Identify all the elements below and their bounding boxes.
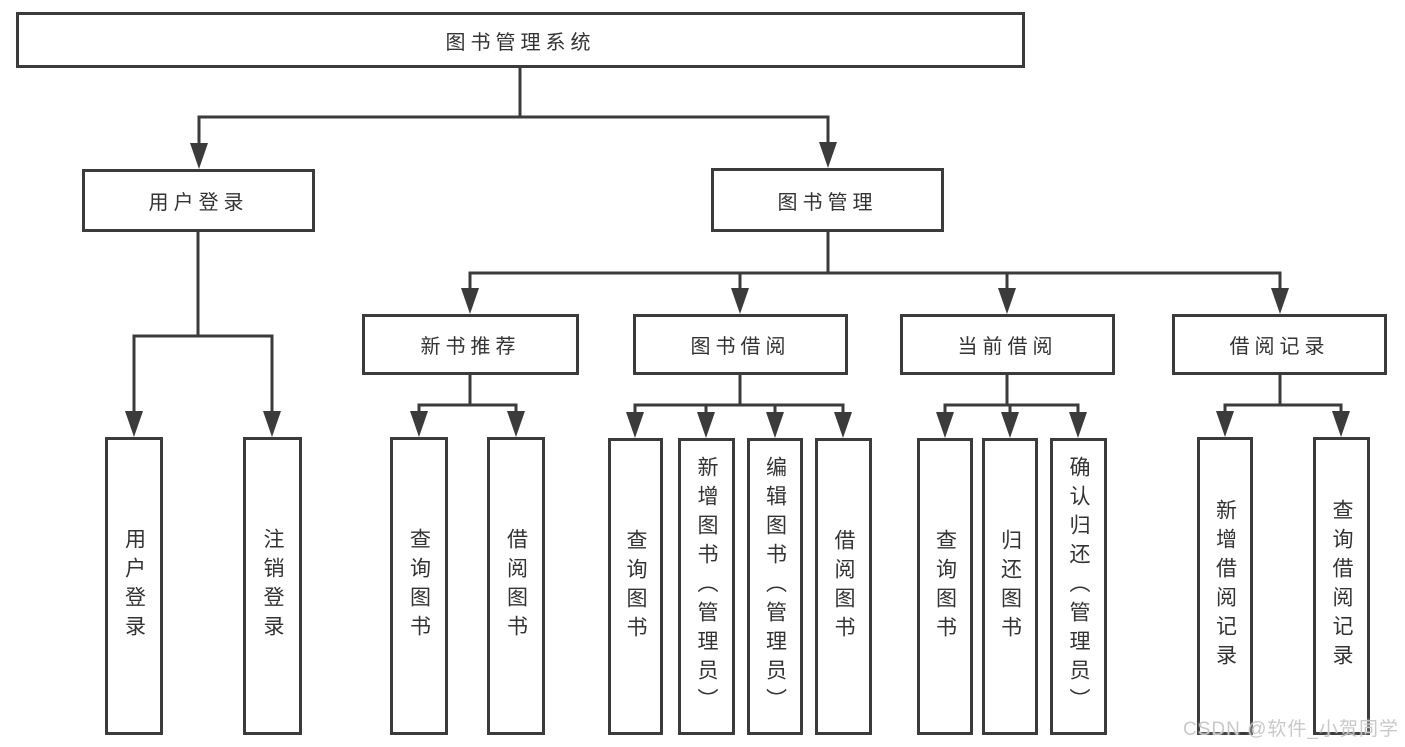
node-label: 图书管理	[777, 191, 878, 214]
connector-path	[633, 373, 845, 434]
node-label: 新书推荐	[420, 336, 521, 358]
connector-path	[468, 230, 1282, 310]
node-label: 借阅图书	[832, 528, 855, 645]
node-label: 归还图书	[998, 528, 1022, 645]
arrowhead-icon	[697, 412, 715, 438]
arrowhead-icon	[936, 412, 954, 438]
node-label: 图书借阅	[690, 336, 791, 358]
arrowhead-icon	[1069, 412, 1087, 438]
connector-path	[132, 230, 274, 433]
arrowhead-icon	[1001, 412, 1019, 438]
node-label: 用户登录	[148, 192, 249, 214]
node-label: 用户登录	[122, 528, 146, 644]
node-leaf-query-book-2: 查询图书	[608, 438, 663, 735]
node-leaf-user-login: 用户登录	[105, 437, 163, 735]
arrowhead-icon	[834, 412, 852, 438]
arrowhead-icon	[1216, 411, 1234, 437]
node-label: 查询图书	[933, 528, 957, 645]
node-label: 新增借阅记录	[1213, 499, 1237, 673]
node-leaf-logout: 注销登录	[243, 437, 302, 735]
node-label: 借阅图书	[504, 528, 528, 644]
node-label: 借阅记录	[1229, 336, 1330, 358]
arrowhead-icon	[626, 412, 644, 438]
node-label: 查询图书	[624, 528, 647, 645]
node-leaf-query-book-1: 查询图书	[390, 437, 448, 735]
arrowhead-icon	[1271, 288, 1289, 314]
node-borrowing-records: 借阅记录	[1172, 314, 1387, 375]
watermark: CSDN @软件_小贺同学	[1183, 719, 1399, 740]
arrowhead-icon	[507, 411, 525, 437]
node-leaf-add-borrow-record: 新增借阅记录	[1197, 437, 1253, 735]
node-leaf-query-borrow-record: 查询借阅记录	[1313, 437, 1370, 735]
node-book-borrowing: 图书借阅	[633, 314, 848, 375]
node-label: 当前借阅	[957, 336, 1058, 358]
arrowhead-icon	[998, 288, 1016, 314]
node-label: 编辑图书（管理员）	[763, 456, 787, 717]
node-leaf-query-book-3: 查询图书	[917, 438, 973, 735]
node-user-login: 用户登录	[82, 169, 315, 232]
arrowhead-icon	[263, 411, 281, 437]
connector-path	[417, 373, 518, 433]
node-label: 新增图书（管理员）	[695, 456, 718, 717]
node-new-book-recommend: 新书推荐	[362, 314, 579, 375]
arrowhead-icon	[190, 143, 208, 169]
node-leaf-return-book: 归还图书	[982, 438, 1038, 735]
arrowhead-icon	[410, 411, 428, 437]
node-root: 图书管理系统	[16, 12, 1025, 68]
arrowhead-icon	[1332, 411, 1350, 437]
node-label: 确认归还（管理员）	[1067, 456, 1090, 717]
arrowhead-icon	[819, 142, 837, 168]
node-book-management: 图书管理	[711, 168, 944, 232]
node-leaf-edit-book-admin: 编辑图书（管理员）	[747, 438, 803, 735]
arrowhead-icon	[461, 288, 479, 314]
node-label: 查询图书	[407, 528, 431, 644]
arrowhead-icon	[125, 411, 143, 437]
node-label: 查询借阅记录	[1330, 499, 1353, 673]
node-label: 图书管理系统	[445, 31, 596, 54]
node-leaf-add-book-admin: 新增图书（管理员）	[678, 438, 735, 735]
node-current-borrowing: 当前借阅	[900, 314, 1115, 375]
node-leaf-confirm-return: 确认归还（管理员）	[1050, 438, 1107, 735]
arrowhead-icon	[731, 288, 749, 314]
node-label: 注销登录	[261, 528, 284, 644]
node-leaf-borrow-book-1: 借阅图书	[487, 437, 545, 735]
arrowhead-icon	[766, 412, 784, 438]
connector-path	[197, 66, 830, 165]
connector-path	[1223, 373, 1343, 433]
node-leaf-borrow-book-2: 借阅图书	[815, 438, 872, 735]
